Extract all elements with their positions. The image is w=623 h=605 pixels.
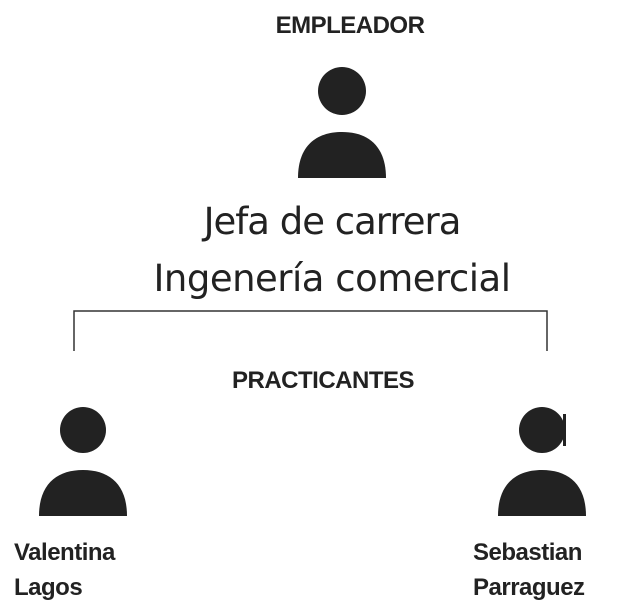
trainee-1-name: Valentina Lagos (14, 535, 115, 605)
employer-title-line-2: Ingenería comercial (153, 257, 511, 300)
employer-title-line-1: Jefa de carrera (203, 200, 462, 243)
trainee-2-first-name: Sebastian (473, 539, 582, 566)
employer-person-icon (296, 66, 388, 180)
employer-heading: EMPLEADOR (275, 12, 425, 39)
trainee-1-last-name: Lagos (14, 574, 83, 601)
trainees-heading: PRACTICANTES (231, 367, 415, 394)
trainee-2-name: Sebastian Parraguez (473, 535, 585, 605)
trainee-1-first-name: Valentina (14, 539, 115, 566)
trainee-2-person-icon (496, 404, 592, 518)
trainee-1-person-icon (37, 404, 129, 518)
trainee-2-last-name: Parraguez (473, 574, 585, 601)
